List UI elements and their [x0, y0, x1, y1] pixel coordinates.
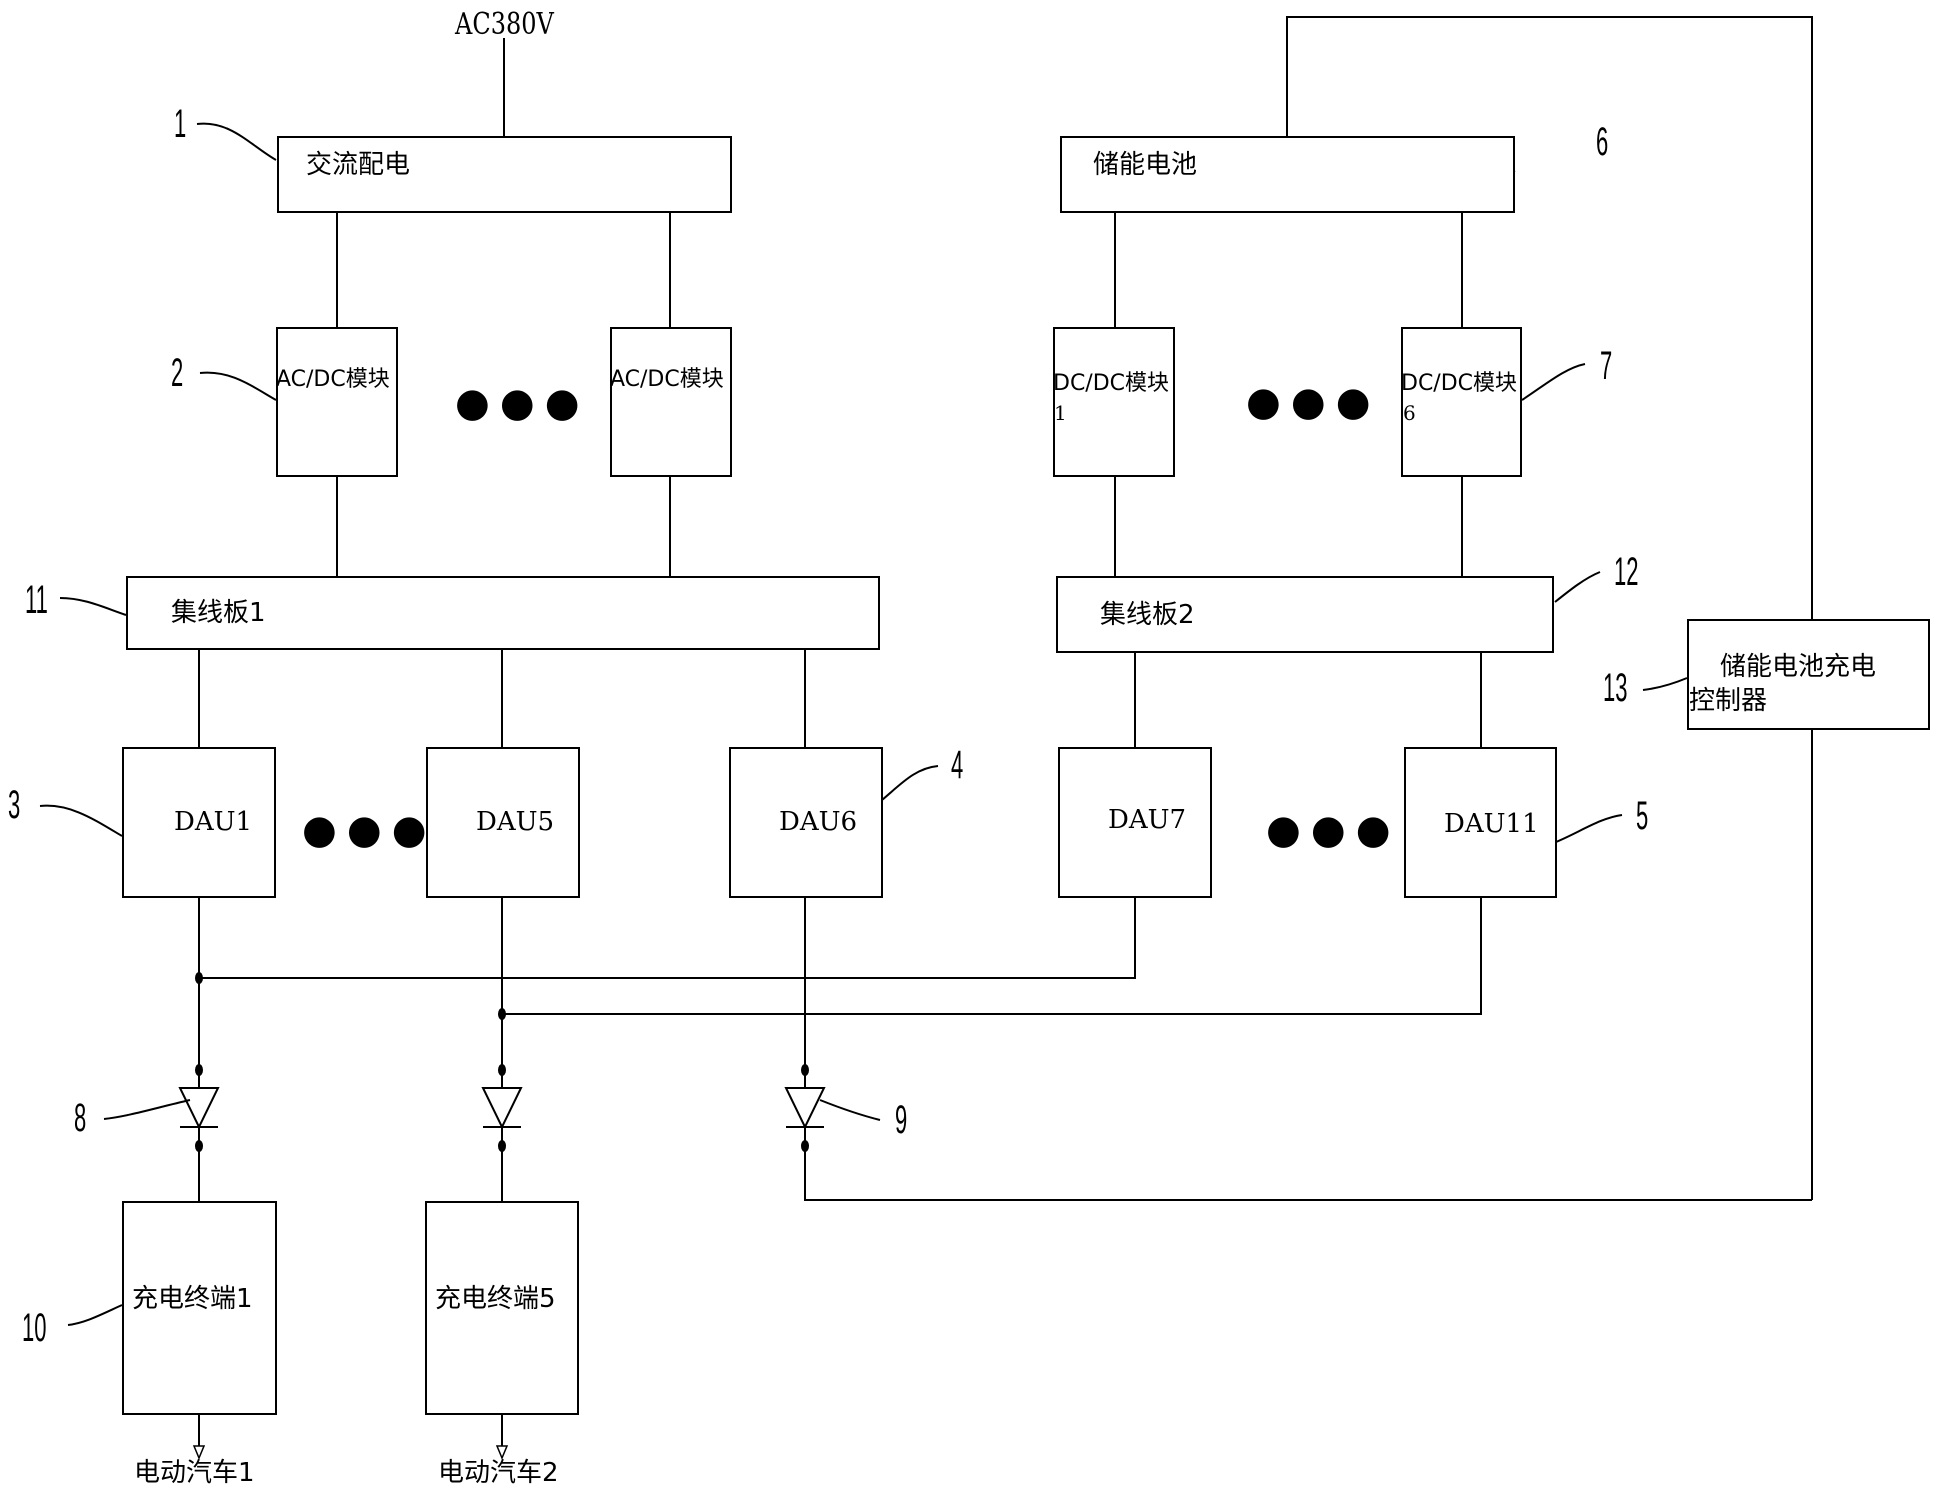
arrow-ev1-icon	[192, 1445, 206, 1460]
leader-7	[1521, 363, 1586, 401]
dau-6: DAU6	[729, 747, 883, 898]
junction-dot	[195, 972, 203, 984]
hub-board-2: 集线板2	[1056, 576, 1554, 653]
dcdc-module-first-label: DC/DC模块	[1053, 371, 1170, 396]
junction-dot	[498, 1140, 506, 1152]
charge-controller-label-line2: 控制器	[1689, 686, 1768, 716]
ac-supply-label: AC380V	[455, 7, 554, 42]
charging-terminal-1-label: 充电终端1	[132, 1284, 253, 1314]
leader-12	[1554, 571, 1601, 603]
diode-2-icon	[481, 1087, 523, 1130]
wire-dau11-bus	[502, 897, 1482, 1015]
ellipsis-dau-right: ●●●	[1266, 807, 1401, 853]
leader-3	[39, 804, 123, 837]
junction-dot	[498, 1064, 506, 1076]
storage-battery-label: 储能电池	[1093, 150, 1198, 180]
charging-terminal-5: 充电终端5	[425, 1201, 579, 1415]
ac-distribution-label: 交流配电	[306, 150, 411, 180]
dau-11-label: DAU11	[1444, 809, 1539, 839]
leader-5	[1555, 814, 1623, 843]
dcdc-module-last-label: DC/DC模块	[1401, 371, 1518, 396]
arrow-ev2-icon	[495, 1445, 509, 1460]
dau-7: DAU7	[1058, 747, 1212, 898]
acdc-module-first: AC/DC模块	[276, 327, 398, 477]
ref-number-2: 2	[171, 351, 184, 395]
junction-dot	[195, 1140, 203, 1152]
diode-9-icon	[784, 1087, 826, 1130]
hub-board-2-label: 集线板2	[1100, 600, 1195, 630]
wire-dau7-bus	[199, 897, 1136, 979]
hub-board-1: 集线板1	[126, 576, 880, 650]
dau-11: DAU11	[1404, 747, 1557, 898]
leader-10	[67, 1304, 123, 1326]
leader-1	[196, 122, 277, 161]
ref-number-5: 5	[1636, 794, 1649, 838]
junction-dot	[498, 1008, 506, 1020]
dcdc-module-first-index: 1	[1054, 401, 1067, 425]
diode-8-icon	[178, 1087, 220, 1130]
junction-dot	[195, 1064, 203, 1076]
acdc-module-last-label: AC/DC模块	[610, 367, 724, 392]
wire-controller-to-diode9	[804, 1146, 1812, 1201]
leader-9	[819, 1099, 881, 1121]
ref-number-6: 6	[1596, 120, 1609, 164]
storage-battery-block: 储能电池	[1060, 136, 1515, 213]
dau-6-label: DAU6	[779, 807, 858, 837]
ref-number-7: 7	[1600, 344, 1613, 388]
junction-dot	[801, 1140, 809, 1152]
charge-controller-label-line1: 储能电池充电	[1720, 652, 1877, 682]
dau-1: DAU1	[122, 747, 276, 898]
leader-8	[103, 1099, 191, 1120]
ref-number-9: 9	[895, 1098, 908, 1142]
dcdc-module-last: DC/DC模块 6	[1401, 327, 1522, 477]
ac-distribution-block: 交流配电	[277, 136, 732, 213]
dcdc-module-first: DC/DC模块 1	[1053, 327, 1175, 477]
ev-2-label: 电动汽车2	[438, 1458, 559, 1488]
ref-number-13: 13	[1603, 666, 1628, 710]
junction-dot	[801, 1064, 809, 1076]
leader-4	[881, 765, 939, 801]
acdc-module-last: AC/DC模块	[610, 327, 732, 477]
ellipsis-dcdc: ●●●	[1246, 379, 1381, 425]
charging-terminal-1: 充电终端1	[122, 1201, 277, 1415]
ellipsis-acdc: ●●●	[455, 380, 590, 426]
ref-number-10: 10	[22, 1306, 47, 1350]
dau-7-label: DAU7	[1108, 805, 1187, 835]
wire-battery-loop	[1286, 16, 1813, 619]
ev-1-label: 电动汽车1	[134, 1458, 255, 1488]
dau-1-label: DAU1	[174, 807, 253, 837]
ref-number-3: 3	[8, 783, 21, 827]
acdc-module-first-label: AC/DC模块	[276, 367, 390, 392]
battery-charge-controller: 储能电池充电 控制器	[1687, 619, 1930, 730]
leader-11	[59, 597, 127, 616]
dau-5-label: DAU5	[476, 807, 555, 837]
ref-number-8: 8	[74, 1096, 87, 1140]
ref-number-1: 1	[174, 102, 187, 146]
dcdc-module-last-index: 6	[1403, 401, 1416, 425]
ref-number-4: 4	[951, 743, 964, 787]
leader-2	[199, 371, 277, 401]
leader-13	[1642, 677, 1688, 691]
ellipsis-dau-left: ●●●	[302, 807, 437, 853]
ref-number-12: 12	[1614, 550, 1639, 594]
ref-number-11: 11	[25, 578, 48, 622]
hub-board-1-label: 集线板1	[171, 598, 266, 628]
dau-5: DAU5	[426, 747, 580, 898]
charging-terminal-5-label: 充电终端5	[435, 1284, 556, 1314]
